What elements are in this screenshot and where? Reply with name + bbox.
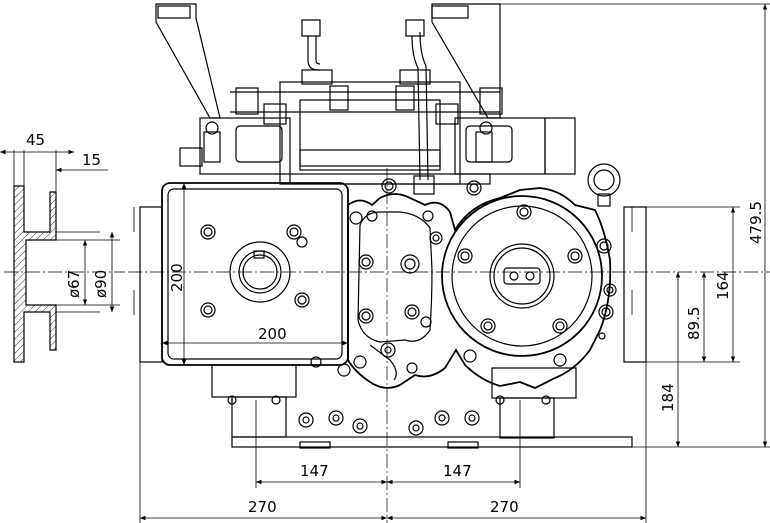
gearbox-assembly [128, 3, 770, 523]
dimension-lines: 200 200 479.5 164 89.5 184 147 147 270 [139, 3, 770, 523]
dim-mount-offset: 89.5 [685, 307, 703, 340]
dim-housing-height: 200 [168, 263, 186, 292]
flange-section-view: 45 15 ø67 ø90 [0, 131, 125, 363]
dim-flange-dia-inner: ø67 [65, 270, 83, 298]
dim-flange-dia-outer: ø90 [92, 270, 110, 298]
dim-total-height: 479.5 [747, 201, 765, 244]
dim-housing-width: 200 [258, 325, 287, 343]
dim-shaft-center-left: 147 [300, 462, 329, 480]
dim-shaft-center-right: 147 [443, 462, 472, 480]
dim-flange-step: 15 [82, 151, 101, 169]
dim-half-width-left: 270 [248, 498, 277, 516]
dim-mount-span: 164 [714, 271, 732, 300]
dim-half-width-right: 270 [490, 498, 519, 516]
dim-base-height: 184 [659, 383, 677, 412]
dim-flange-width: 45 [26, 131, 45, 149]
